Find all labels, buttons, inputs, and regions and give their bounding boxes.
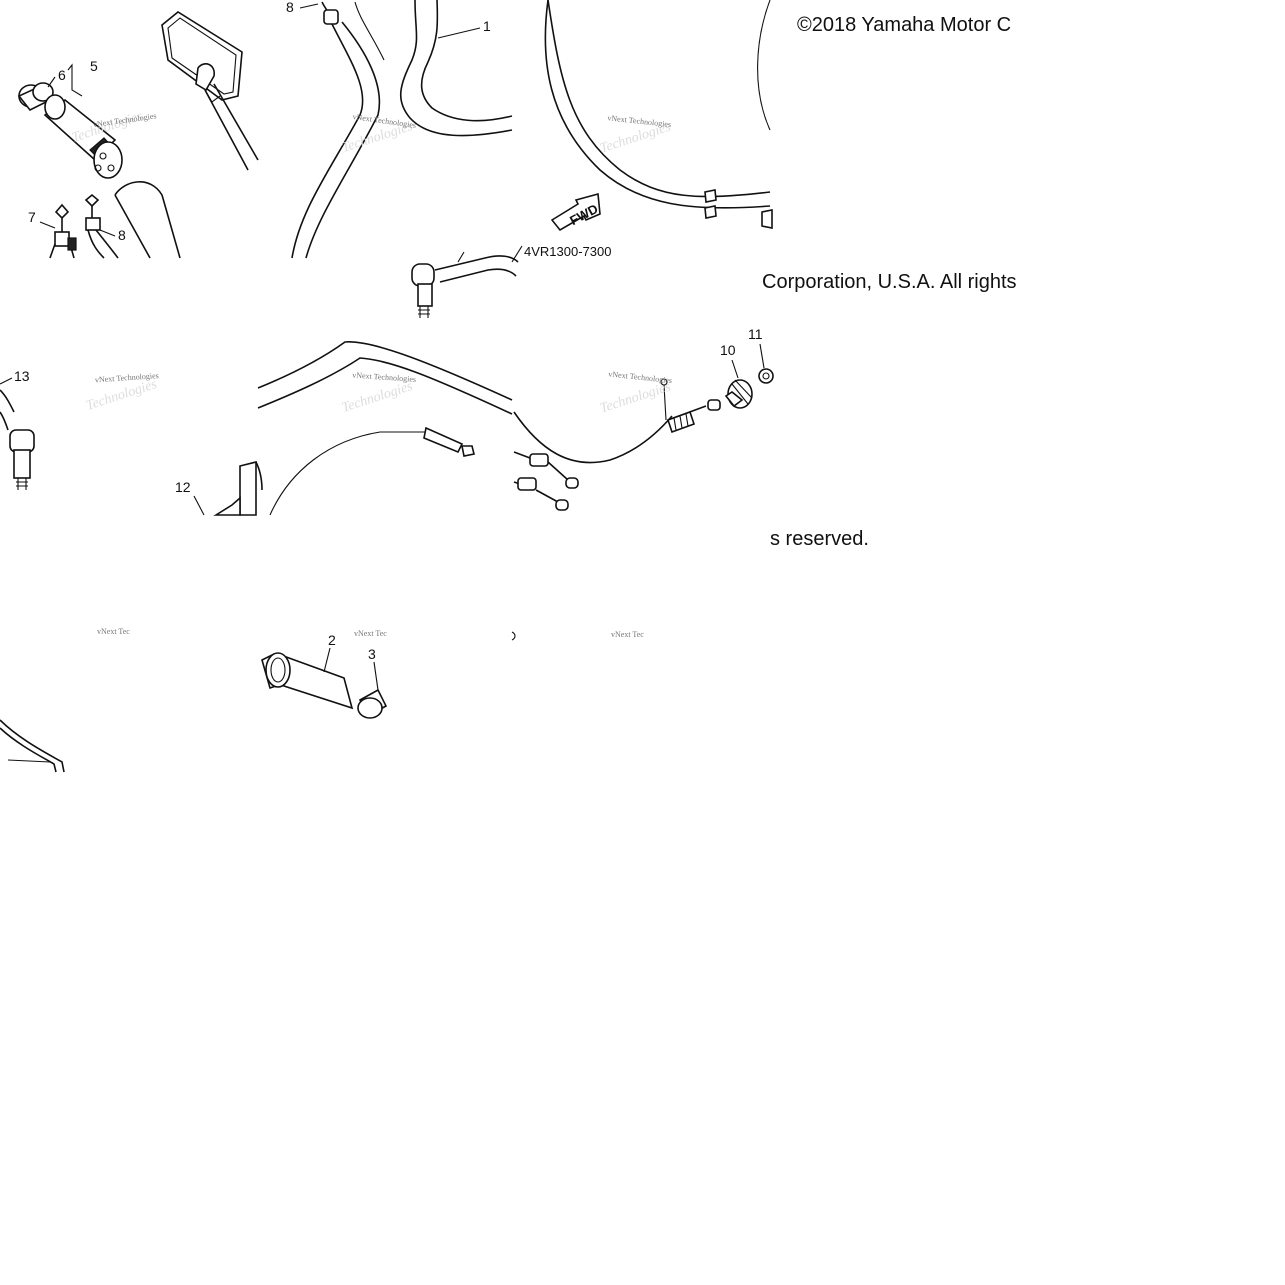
- part-5-collar: [17, 82, 54, 112]
- tile-grip-right: 2 3: [261, 631, 516, 719]
- callout-11: 11: [748, 326, 763, 342]
- callout-3: 3: [368, 646, 376, 662]
- part-7-bolt: [84, 193, 119, 259]
- watermark-short: vNext Tec: [354, 629, 387, 638]
- part-13-switch: [9, 429, 35, 453]
- fwd-arrow: FWD: [550, 192, 601, 232]
- diagram-code: 4VR1300-7300: [524, 244, 611, 259]
- callout-4: 5: [90, 58, 98, 74]
- watermark: vNext Technologies: [608, 369, 673, 385]
- part-10-adjuster: [724, 379, 753, 409]
- tile-mirror-corner: 9: [0, 719, 65, 773]
- tile-grip-mirror: 6 5 7 8: [17, 11, 259, 259]
- watermark: vNext Technologies: [607, 113, 672, 129]
- watermark-bg: Technologies: [598, 379, 673, 416]
- copyright-line-3: s reserved.: [770, 528, 869, 550]
- callout-12: 12: [175, 479, 191, 495]
- callout-7: 8: [118, 227, 126, 243]
- watermark-short: vNext Tec: [97, 627, 130, 636]
- part-cable-end-lower: [513, 477, 569, 511]
- callout-13: 13: [14, 368, 30, 384]
- callout-10: 10: [720, 342, 736, 358]
- tile-part-13: 13: [0, 368, 35, 490]
- watermark-bg: Technologies: [340, 379, 415, 416]
- callout-2: 2: [328, 632, 336, 648]
- part-cable-end-upper: [513, 451, 579, 489]
- callout-8: 8: [286, 0, 294, 15]
- part-brake-lever-pivot: 4VR1300-7300: [411, 244, 611, 318]
- callout-6: 7: [28, 209, 36, 225]
- tile-handlebar-lower: 12: [175, 341, 513, 516]
- part-mirror-left: [161, 11, 259, 171]
- tile-handlebar-top: 8 1: [286, 0, 513, 259]
- copyright-line-1: ©2018 Yamaha Motor C: [797, 14, 1011, 36]
- watermark: vNext Technologies: [352, 371, 416, 384]
- part-8-fitting: [323, 9, 339, 25]
- copyright-line-2: Corporation, U.S.A. All rights: [762, 271, 1017, 293]
- callout-5: 6: [58, 67, 66, 83]
- tile-cable-loop: FWD ©2018 Yamaha Motor C: [544, 0, 1011, 232]
- part-3-end-cap: [357, 688, 388, 719]
- part-4-grip: [43, 94, 123, 179]
- part-11-nut: [758, 368, 774, 384]
- watermark-short: vNext Tec: [611, 630, 644, 639]
- callout-1: 1: [483, 18, 491, 34]
- watermarks: Technologies vNext Technologies Technolo…: [70, 109, 673, 639]
- watermark: vNext Technologies: [95, 371, 159, 384]
- part-6-bolt: [49, 203, 77, 259]
- fwd-label: FWD: [567, 201, 600, 228]
- part-cable-adjuster: [666, 399, 721, 434]
- tile-cable-ends: 10 11 Corporation, U.S.A. All rights: [513, 271, 1017, 511]
